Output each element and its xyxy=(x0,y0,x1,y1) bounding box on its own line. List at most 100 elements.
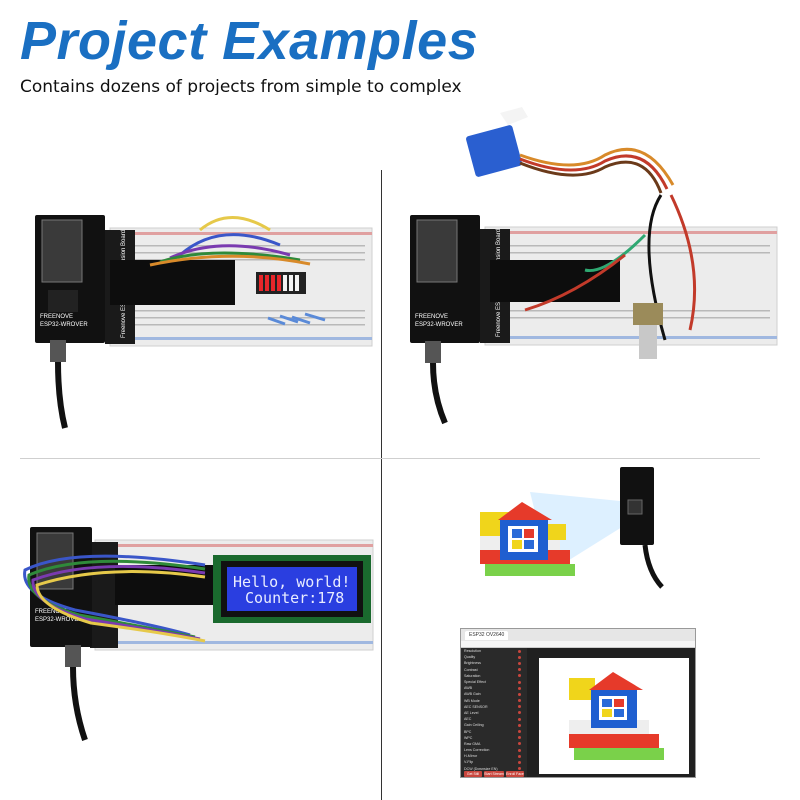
usb-cable xyxy=(430,362,448,425)
settings-row[interactable]: Brightness xyxy=(461,660,527,666)
settings-control[interactable] xyxy=(518,748,521,752)
settings-control[interactable] xyxy=(518,680,521,684)
settings-control[interactable] xyxy=(518,742,521,746)
settings-row[interactable]: H-Mirror xyxy=(461,753,527,759)
usb-connector xyxy=(65,645,81,667)
settings-control[interactable] xyxy=(518,717,521,721)
project-servo-photo: Freenove ESP32 GPIO Extension Board FREE… xyxy=(405,105,780,435)
settings-control[interactable] xyxy=(518,699,521,703)
servo-horn xyxy=(500,107,528,125)
settings-control[interactable] xyxy=(518,692,521,696)
settings-row-label: WPC xyxy=(464,735,473,740)
usb-connector xyxy=(425,341,441,363)
settings-row-label: Special Effect xyxy=(464,680,486,685)
settings-row-label: V-Flip xyxy=(464,760,474,765)
settings-row[interactable]: Special Effect xyxy=(461,679,527,685)
settings-control[interactable] xyxy=(518,760,521,764)
settings-control[interactable] xyxy=(518,686,521,690)
settings-row[interactable]: AWB Gain xyxy=(461,691,527,697)
settings-row-label: Resolution xyxy=(464,649,481,654)
board-brand: FREENOVE xyxy=(40,314,73,320)
settings-row[interactable]: Raw GMA xyxy=(461,741,527,747)
camera-preview xyxy=(539,658,689,774)
lcd-screen xyxy=(227,567,357,611)
settings-row-label: AWB Gain xyxy=(464,692,481,697)
settings-row-label: Gain Ceiling xyxy=(464,723,484,728)
chip xyxy=(490,260,620,302)
board-brand: FREENOVE xyxy=(415,314,448,320)
settings-row[interactable]: Contrast xyxy=(461,667,527,673)
board-brand: FREENOVE xyxy=(35,609,68,615)
settings-control[interactable] xyxy=(518,723,521,727)
servo-motor xyxy=(466,125,522,177)
settings-row[interactable]: Saturation xyxy=(461,673,527,679)
lcd-line-1: Hello, world! xyxy=(233,573,350,591)
settings-control[interactable] xyxy=(518,674,521,678)
settings-row[interactable]: AE Level xyxy=(461,710,527,716)
browser-address-bar[interactable] xyxy=(461,641,695,648)
settings-row-label: WB Mode xyxy=(464,698,480,703)
project-ledbar-photo: Freenove ESP32 GPIO Extension Board FREE… xyxy=(30,200,375,440)
project-lcd-photo: FREENOVE ESP32-WROVER Hello, world! Coun… xyxy=(15,525,375,745)
settings-row[interactable]: Quality xyxy=(461,654,527,660)
usb-cable xyxy=(642,544,664,589)
settings-control[interactable] xyxy=(518,754,521,758)
settings-row[interactable]: Gain Ceiling xyxy=(461,722,527,728)
settings-row[interactable]: WB Mode xyxy=(461,698,527,704)
settings-control[interactable] xyxy=(518,661,521,665)
settings-control[interactable] xyxy=(518,767,521,771)
board-model: ESP32-WROVER xyxy=(35,617,83,623)
start-stream-button[interactable]: Start Stream xyxy=(484,771,504,777)
board-model: ESP32-WROVER xyxy=(415,322,463,328)
lego-house xyxy=(480,502,575,576)
project-camera-photo xyxy=(470,462,690,612)
settings-control[interactable] xyxy=(518,736,521,740)
settings-row-label: Quality xyxy=(464,655,476,660)
settings-row-label: Lens Correction xyxy=(464,748,490,753)
board-model: ESP32-WROVER xyxy=(40,322,88,328)
settings-row-label: AWB xyxy=(464,686,473,691)
usb-connector xyxy=(50,340,66,362)
enroll-face-button[interactable]: Enroll Face xyxy=(506,771,524,777)
settings-control[interactable] xyxy=(518,649,521,653)
page-title: Project Examples xyxy=(20,11,479,71)
settings-row-label: Raw GMA xyxy=(464,741,481,746)
page-subtitle: Contains dozens of projects from simple … xyxy=(20,77,462,95)
settings-row[interactable]: AEC SENSOR xyxy=(461,704,527,710)
settings-control[interactable] xyxy=(518,730,521,734)
browser-tab[interactable]: ESP32 OV2640 xyxy=(465,630,509,640)
settings-row[interactable]: WPC xyxy=(461,735,527,741)
chip xyxy=(110,260,235,305)
settings-row-label: Contrast xyxy=(464,667,478,672)
browser-tab-bar: ESP32 OV2640 xyxy=(461,629,695,641)
horizontal-divider xyxy=(20,458,760,459)
settings-row-label: AE Level xyxy=(464,710,479,715)
usb-cable xyxy=(70,666,88,741)
settings-row-label: Saturation xyxy=(464,673,481,678)
usb-cable xyxy=(55,361,68,429)
lcd-line-2: Counter:178 xyxy=(245,589,344,607)
settings-row[interactable]: AEC xyxy=(461,716,527,722)
extension-board xyxy=(90,542,118,648)
settings-control[interactable] xyxy=(518,711,521,715)
get-still-button[interactable]: Get Still xyxy=(464,771,482,777)
settings-row[interactable]: AWB xyxy=(461,685,527,691)
settings-row-label: AEC xyxy=(464,717,472,722)
settings-row[interactable]: V-Flip xyxy=(461,759,527,765)
potentiometer xyxy=(633,303,663,325)
settings-control[interactable] xyxy=(518,705,521,709)
vertical-divider xyxy=(381,170,382,800)
settings-row[interactable]: DCW (Downsize EN) xyxy=(461,766,527,772)
settings-row-label: DCW (Downsize EN) xyxy=(464,766,498,771)
settings-row-label: BPC xyxy=(464,729,472,734)
settings-row[interactable]: BPC xyxy=(461,728,527,734)
settings-control[interactable] xyxy=(518,668,521,672)
settings-row[interactable]: Lens Correction xyxy=(461,747,527,753)
settings-control[interactable] xyxy=(518,655,521,659)
settings-row[interactable]: Resolution xyxy=(461,648,527,654)
settings-row-label: Brightness xyxy=(464,661,481,666)
settings-row-label: AEC SENSOR xyxy=(464,704,488,709)
